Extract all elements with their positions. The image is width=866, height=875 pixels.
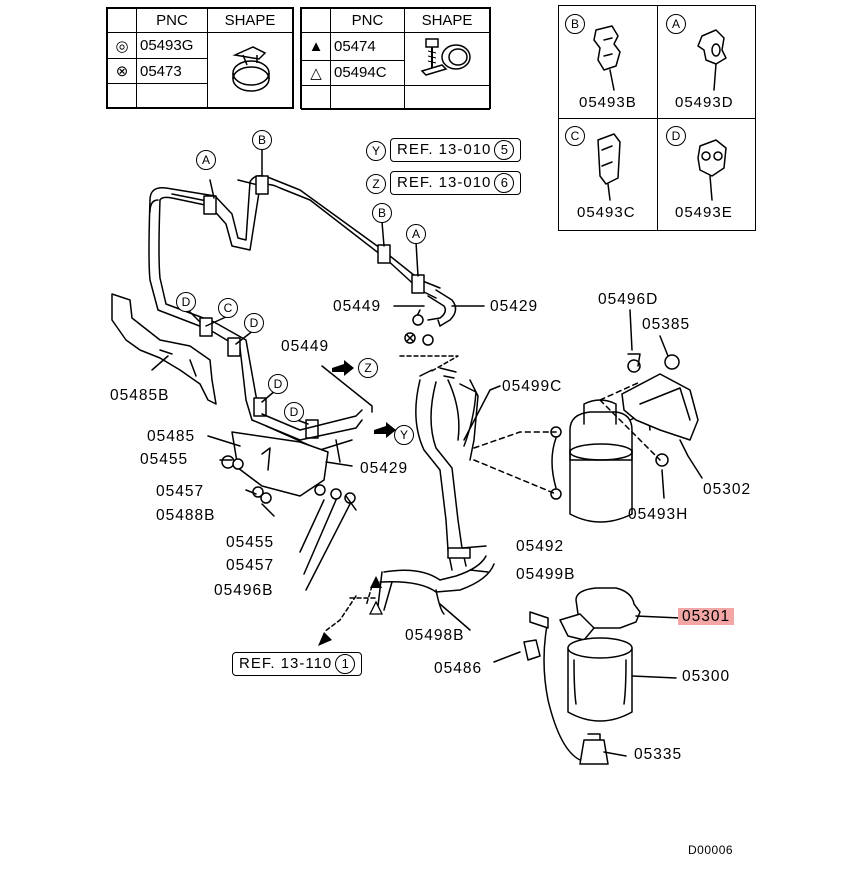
clip-letter-b: B [565,14,585,34]
clip-pnc: 05493B [579,94,637,111]
marker-b: B [372,203,392,223]
legend-pnc: 05494C [330,59,405,87]
lower-filter-icon [523,587,641,765]
legend-table-2: PNC SHAPE ▲ 05474 △ 05494C [300,7,491,110]
marker-a: A [406,224,426,244]
part-label: 05485B [110,387,170,404]
part-label: 05485 [147,428,196,445]
legend-table-1: PNC SHAPE ◎ 05493G ⊗ 05473 [106,7,294,109]
marker-d: D [244,313,264,333]
marker-b: B [252,130,272,150]
part-label: 05499B [516,566,576,583]
clip-letter-c: C [565,126,585,146]
part-label: 05335 [634,746,683,763]
part-label: 05498B [405,627,465,644]
part-label: 05493H [628,506,689,523]
clip-letter-d: D [666,126,686,146]
clip-d-icon [697,139,727,201]
diagram-id: D00006 [688,843,734,857]
clip-letter-a: A [666,14,686,34]
ref-z-marker: Z [366,174,386,194]
legend-header-shape: SHAPE [207,8,293,33]
bolt-clamp-shape-icon [404,32,490,86]
ref-number: 1 [335,654,356,674]
ref-text: REF. 13-010 [397,174,492,191]
marker-d: D [284,402,304,422]
part-label: 05492 [516,538,565,555]
clip-pnc: 05493C [577,204,636,221]
ref-number: 6 [494,173,515,193]
part-label: 05457 [226,557,275,574]
legend-header-shape: SHAPE [404,8,490,33]
ref-y-marker: Y [366,141,386,161]
legend-header-pnc: PNC [136,8,208,33]
legend-symbol: ◎ [107,31,137,60]
marker-d: D [176,292,196,312]
legend-pnc: 05474 [330,32,405,61]
marker-c: C [218,298,238,318]
legend-pnc: 05473 [136,58,208,84]
clip-c-icon [597,133,621,201]
part-label: 05302 [703,481,752,498]
part-label: 05300 [682,668,731,685]
ref-number: 5 [494,140,515,160]
clip-pnc: 05493D [675,94,734,111]
part-label: 05385 [642,316,691,333]
ref-text: REF. 13-010 [397,141,492,158]
clip-pnc: 05493E [675,204,733,221]
part-label: 05429 [360,460,409,477]
clamp-shape-icon [207,32,293,108]
clip-grid [558,5,756,231]
part-label: 05499C [502,378,563,395]
part-label: 05449 [281,338,330,355]
marker-d: D [268,374,288,394]
part-label: 05455 [140,451,189,468]
marker-z: Z [358,358,378,378]
part-label: 05496B [214,582,274,599]
part-label: 05457 [156,483,205,500]
clip-a-icon [697,29,727,91]
legend-pnc: 05493G [136,31,208,60]
highlighted-part: 05301 [678,608,735,625]
part-label: 05449 [333,298,382,315]
clip-b-icon [593,25,621,91]
part-label: 05496D [598,291,659,308]
part-label: 05486 [434,660,483,677]
part-label: 05429 [490,298,539,315]
legend-header-pnc: PNC [330,8,405,33]
part-label-highlighted: 05301 [678,608,735,626]
part-label: 05455 [226,534,275,551]
ref-text: REF. 13-110 [239,655,333,672]
marker-a: A [196,150,216,170]
marker-y: Y [394,425,414,445]
part-label: 05488B [156,507,216,524]
